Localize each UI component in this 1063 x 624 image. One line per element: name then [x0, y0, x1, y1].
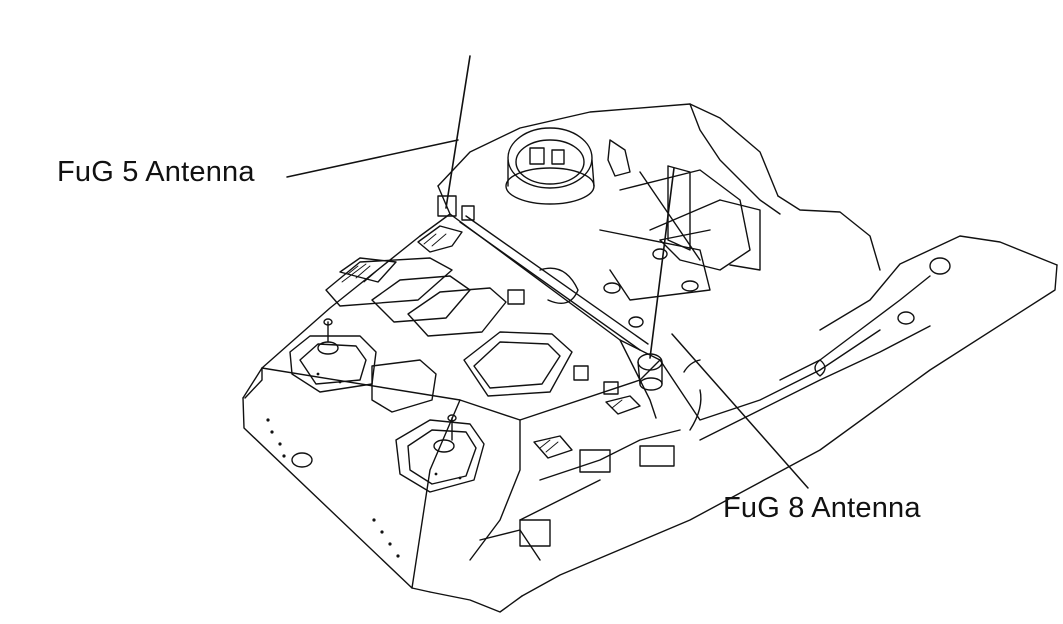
engine-deck-hatches — [290, 226, 640, 492]
fug5-antenna-mast — [446, 56, 470, 208]
fender-details — [480, 258, 950, 560]
fug5-antenna-label: FuG 5 Antenna — [57, 156, 255, 188]
fug8-leader-line — [672, 334, 808, 488]
tow-hook — [292, 453, 312, 467]
antenna-base-fug8 — [638, 354, 662, 390]
fug8-antenna-label: FuG 8 Antenna — [723, 492, 921, 524]
hull-outline — [243, 104, 1057, 612]
commander-cupola — [506, 128, 594, 204]
rivets — [266, 372, 462, 558]
antenna-rail — [438, 196, 648, 350]
fug8-antenna-mast — [650, 168, 674, 358]
filler-caps — [318, 319, 456, 452]
casemate-details — [540, 140, 760, 327]
fug5-leader-line — [287, 140, 458, 177]
